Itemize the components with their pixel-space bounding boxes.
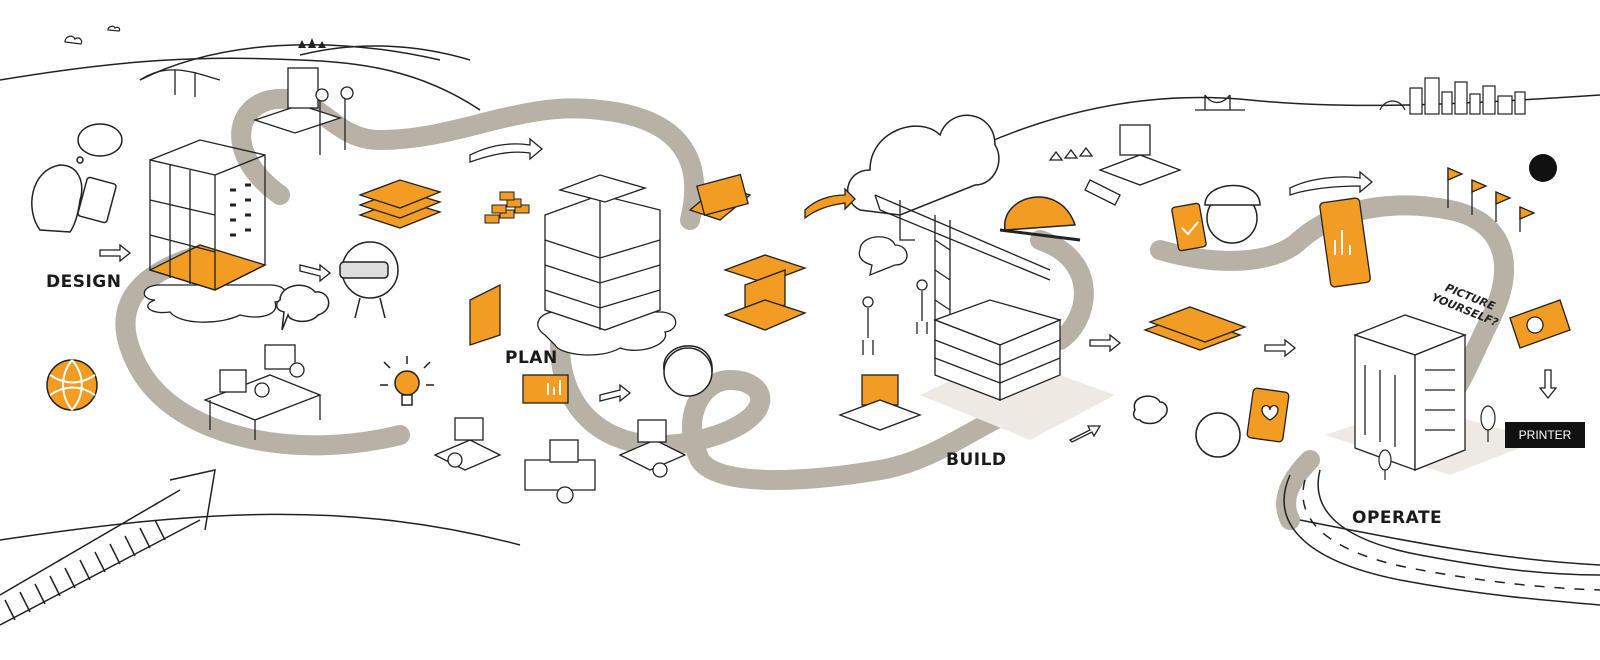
tree-icon [1378,405,1496,480]
easel-board-icon [469,283,501,346]
road [1283,469,1600,606]
presenter-desk-icon [252,67,354,155]
flow-arrows [99,137,1558,443]
steel-beam-icon [723,254,807,331]
people-icon [858,236,928,355]
tower-building-icon [537,174,677,356]
workstation-icon [203,344,322,440]
tree-icon [298,38,326,48]
speech-bubble-icon [275,284,330,331]
cloud-doodle-icon [64,25,121,45]
vr-headset-person-icon [339,241,399,319]
tablet-icon [77,176,117,224]
camera-icon [1509,299,1571,349]
lightbulb-icon [380,356,434,406]
globe-icon [46,359,98,411]
stage-label-plan: PLAN [505,348,558,368]
hard-hat-icon [999,196,1081,242]
bulldozer-icon [1048,124,1182,206]
stage-label-build: BUILD [946,450,1007,470]
building-construction-icon [920,299,1115,440]
office-building-icon [1325,314,1540,475]
winding-path [115,88,1515,530]
tablet-heart-icon [1246,387,1290,443]
man-avatar-icon [1132,395,1241,458]
bricks-icon [484,191,530,224]
wood-beam-icon [688,173,752,221]
hard-hat-person-icon [1204,184,1261,244]
smartphone-check-icon [1171,202,1207,252]
flags-icon [1447,167,1536,232]
printer-badge[interactable]: PRINTER [1505,422,1585,448]
growth-arrow-icon [0,469,216,626]
dot-icon [1529,154,1557,182]
city-skyline-icon [1379,77,1526,115]
stacked-layers-icon [358,179,442,229]
stage-label-design: DESIGN [46,272,122,292]
stage-label-operate: OPERATE [1352,508,1443,528]
woman-avatar-icon [663,345,713,397]
person-thinking-icon [31,123,123,233]
bridge-icon [1195,94,1245,111]
workstation-icon [838,374,922,431]
documents-icon [1143,306,1247,351]
building-wireframe-icon [143,139,287,323]
tower-crane-icon [874,194,1051,360]
bridge-icon [139,69,221,97]
workstation-icon [433,417,687,504]
presentation-screen-icon [522,374,569,404]
tablet-chart-icon [1319,197,1371,288]
cloud-icon [846,114,1000,216]
